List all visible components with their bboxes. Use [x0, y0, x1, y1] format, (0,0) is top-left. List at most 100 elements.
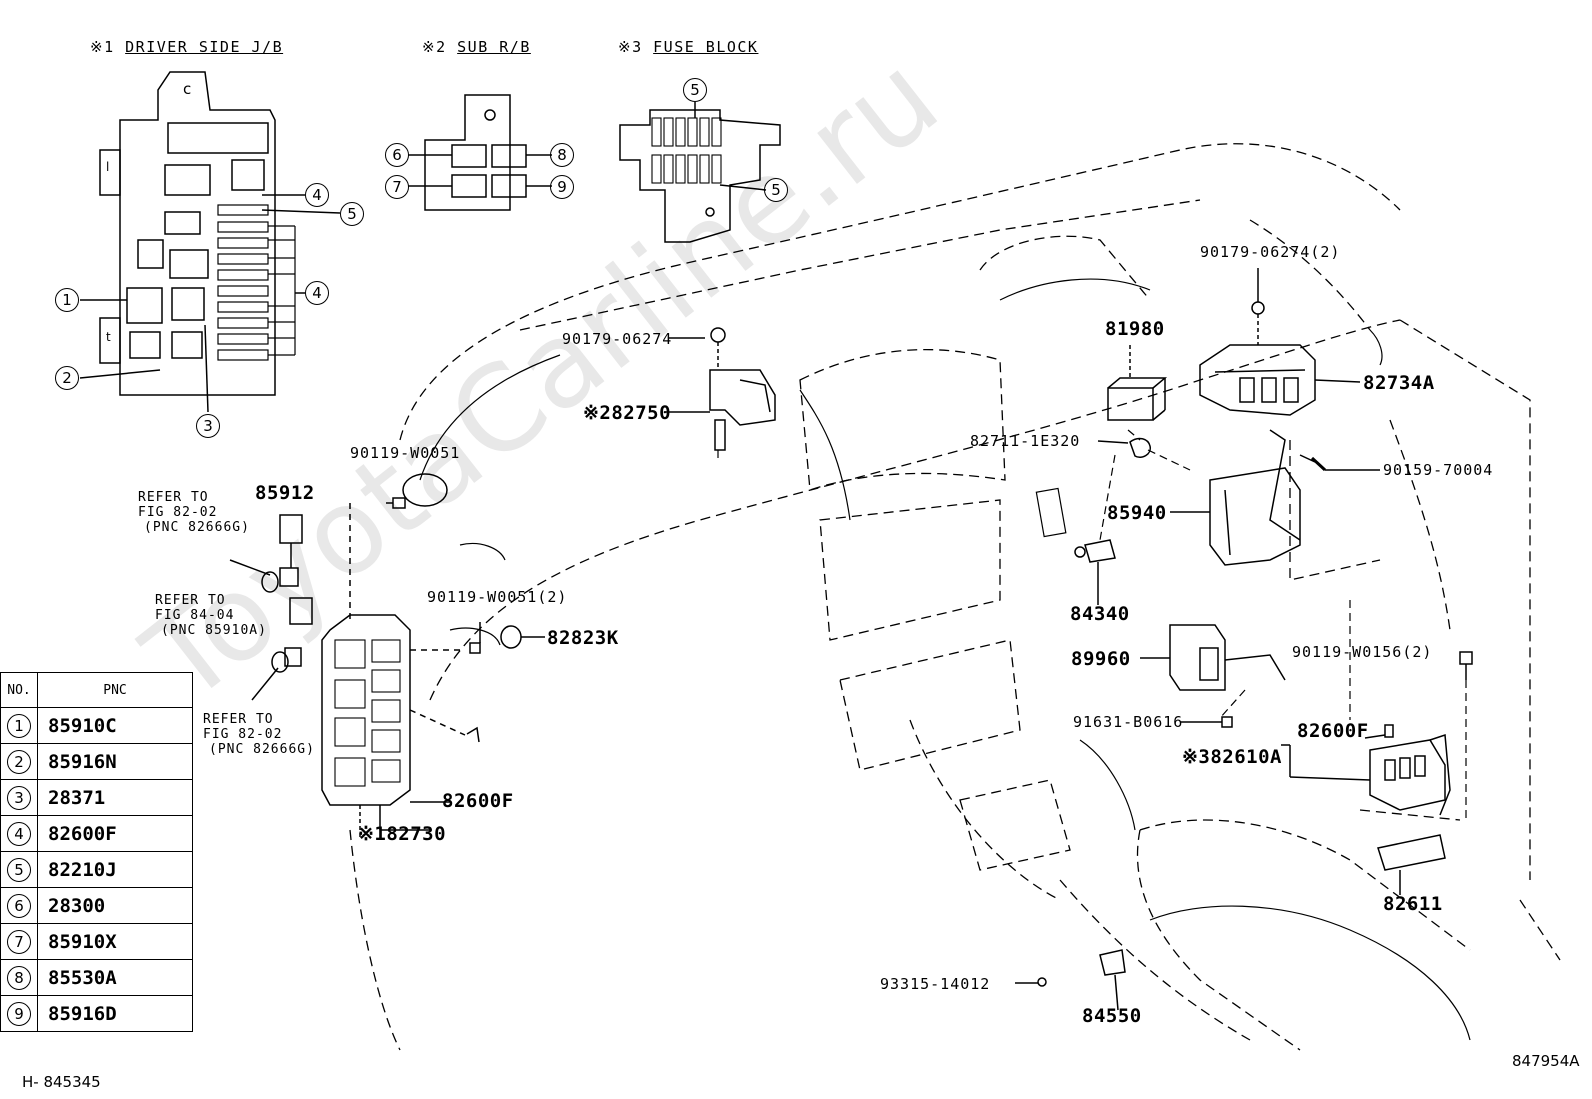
callout-3: 3: [196, 414, 220, 438]
table-row: 3 28371: [0, 779, 193, 816]
table-row: 8 85530A: [0, 959, 193, 996]
header-driver-side-jb-label: DRIVER SIDE J/B: [125, 38, 284, 56]
label-84550: 84550: [1082, 1005, 1142, 1027]
row-pnc: 28371: [37, 779, 193, 816]
label-90119-W0051-2: 90119-W0051(2): [427, 588, 568, 606]
table-row: 2 85916N: [0, 743, 193, 780]
refer-note-3-line-2: FIG 82-02: [203, 727, 283, 742]
callout-6: 6: [385, 143, 409, 167]
label-82734A: 82734A: [1363, 372, 1435, 394]
bolt-90119-W0156-drawing: [1459, 651, 1473, 680]
footer-right-code: 847954A: [1512, 1052, 1580, 1070]
pnc-table-header-no: NO.: [0, 672, 38, 708]
label-85940: 85940: [1107, 502, 1167, 524]
table-row: 5 82210J: [0, 851, 193, 888]
part-82730-drawing: [321, 614, 450, 840]
label-90179-06274-2: 90179-06274(2): [1200, 243, 1341, 261]
refer-note-1-line-2: FIG 82-02: [138, 505, 218, 520]
label-82823K: 82823K: [547, 627, 619, 649]
header-sub-rb-mark: ※2: [422, 38, 447, 56]
refer-note-1-line-1: REFER TO: [138, 490, 209, 505]
header-sub-rb: ※2 SUB R/B: [422, 38, 531, 56]
table-row: 9 85916D: [0, 995, 193, 1032]
label-90119-W0051: 90119-W0051: [350, 444, 461, 462]
dashboard-outline: [349, 143, 1561, 1051]
callout-9: 9: [550, 175, 574, 199]
header-sub-rb-label: SUB R/B: [457, 38, 531, 56]
pnc-table-header-pnc: PNC: [37, 672, 193, 708]
refer-note-2-line-3: (PNC 85910A): [161, 623, 267, 638]
row-pnc: 85916N: [37, 743, 193, 780]
refer-note-2-line-2: FIG 84-04: [155, 608, 235, 623]
part-84340-drawing: [1074, 539, 1116, 605]
label-81980: 81980: [1105, 318, 1165, 340]
label-93315-14012: 93315-14012: [880, 975, 991, 993]
callout-1: 1: [55, 288, 79, 312]
label-82611: 82611: [1383, 893, 1443, 915]
row-number: 5: [7, 857, 31, 882]
row-pnc: 85530A: [37, 959, 193, 996]
row-number: 8: [7, 965, 31, 990]
row-pnc: 85910C: [37, 707, 193, 744]
row-pnc: 85916D: [37, 995, 193, 1032]
callout-4-lower: 4: [305, 281, 329, 305]
part-82611-drawing: [1377, 834, 1446, 895]
header-driver-side-jb: ※1 DRIVER SIDE J/B: [90, 38, 283, 56]
label-82711-1E320: 82711-1E320: [970, 432, 1081, 450]
row-number: 1: [7, 713, 31, 738]
label-90159-70004: 90159-70004: [1383, 461, 1494, 479]
driver-side-jb-drawing: [79, 71, 341, 413]
label-89960: 89960: [1071, 648, 1131, 670]
fuse-block-drawing: [619, 102, 781, 243]
label-85912: 85912: [255, 482, 315, 504]
part-82711-drawing: [1097, 437, 1151, 458]
part-82610A-drawing: [1281, 724, 1451, 816]
callout-4-upper: 4: [305, 183, 329, 207]
header-fuse-block-label: FUSE BLOCK: [653, 38, 759, 56]
part-81980-drawing: [1107, 345, 1168, 421]
callout-5-jb: 5: [340, 202, 364, 226]
label-82750: ※282750: [583, 402, 672, 424]
row-pnc: 82210J: [37, 851, 193, 888]
header-fuse-block-mark: ※3: [618, 38, 643, 56]
refer-note-3-line-3: (PNC 82666G): [209, 742, 315, 757]
header-fuse-block: ※3 FUSE BLOCK: [618, 38, 758, 56]
callout-8: 8: [550, 143, 574, 167]
row-number: 6: [7, 893, 31, 918]
refer-note-3-line-1: REFER TO: [203, 712, 274, 727]
label-82600F-left: 82600F: [442, 790, 514, 812]
table-row: 4 82600F: [0, 815, 193, 852]
refer-note-1-line-3: (PNC 82666G): [144, 520, 250, 535]
callout-2: 2: [55, 366, 79, 390]
footer-left-code: H- 845345: [22, 1073, 101, 1091]
box-letter-c: c: [183, 80, 192, 98]
label-90119-W0156-2: 90119-W0156(2): [1292, 643, 1433, 661]
part-89960-drawing: [1140, 624, 1286, 691]
screw-91631-drawing: [1180, 716, 1233, 728]
refer-note-2-line-1: REFER TO: [155, 593, 226, 608]
part-85940-drawing: [1170, 429, 1380, 566]
refer-note-3: REFER TO FIG 82-02 (PNC 82666G): [203, 712, 315, 757]
part-82734A-drawing: [1199, 268, 1361, 416]
label-84340: 84340: [1070, 603, 1130, 625]
box-letter-l: l: [106, 160, 110, 174]
box-letter-t: t: [106, 330, 111, 344]
sub-rb-drawing: [408, 94, 552, 211]
callout-5-fuse-top: 5: [683, 78, 707, 102]
row-number: 7: [7, 929, 31, 954]
refer-note-1: REFER TO FIG 82-02 (PNC 82666G): [138, 490, 250, 535]
row-number: 2: [7, 749, 31, 774]
part-85912-drawing: [229, 514, 313, 701]
table-row: 1 85910C: [0, 707, 193, 744]
label-82610A: ※382610A: [1182, 746, 1282, 768]
label-90179-06274: 90179-06274: [562, 330, 673, 348]
row-number: 4: [7, 821, 31, 846]
part-82750-drawing: [665, 327, 776, 451]
label-91631-B0616: 91631-B0616: [1073, 713, 1184, 731]
pnc-table-header-row: NO. PNC: [0, 672, 193, 708]
row-number: 3: [7, 785, 31, 810]
label-82600F-right: 82600F: [1297, 720, 1369, 742]
refer-note-2: REFER TO FIG 84-04 (PNC 85910A): [155, 593, 267, 638]
